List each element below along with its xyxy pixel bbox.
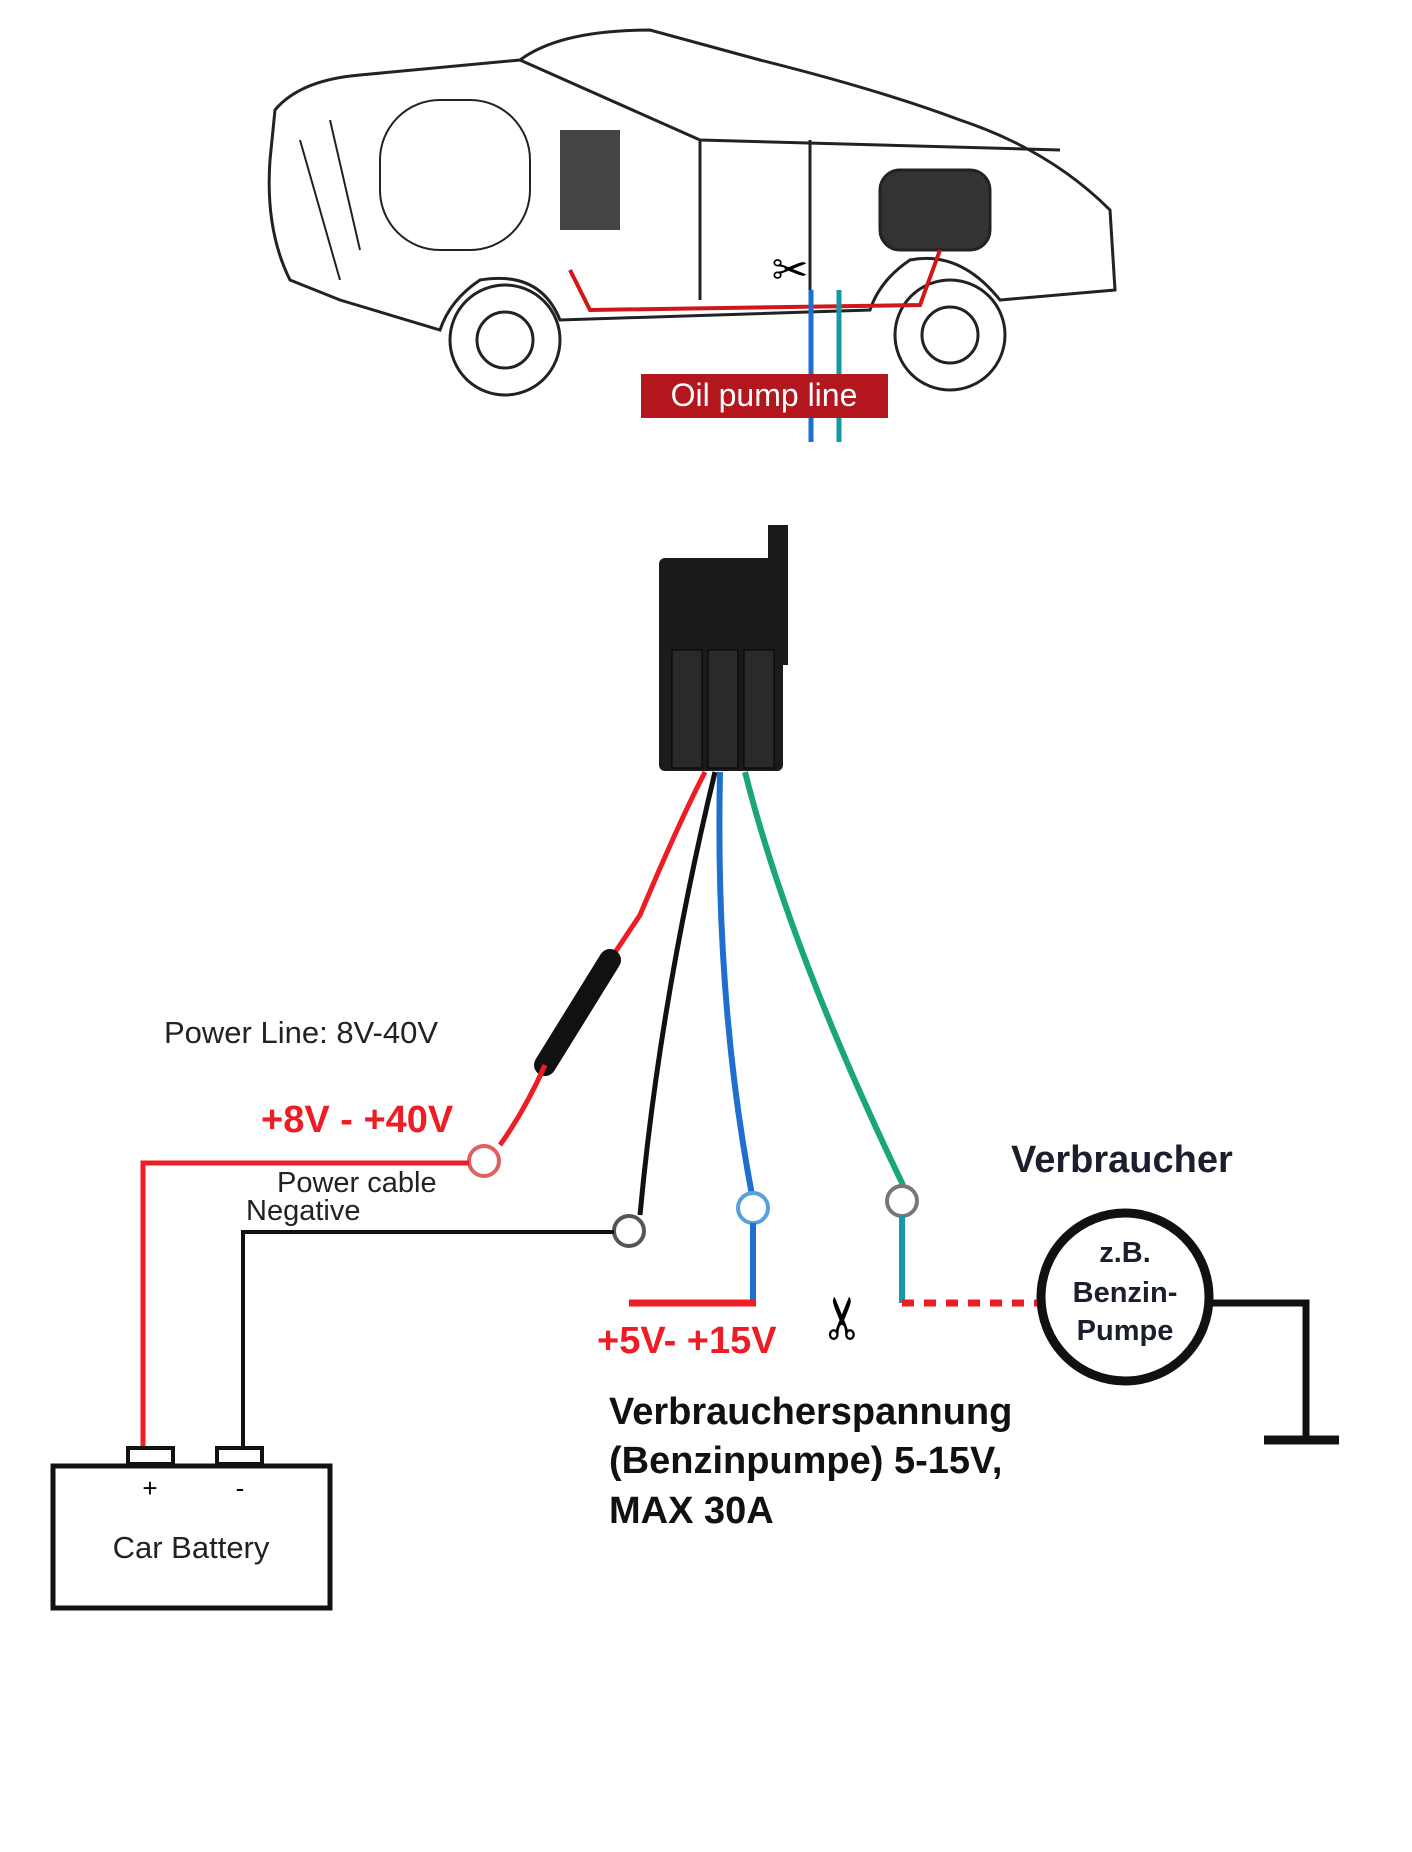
pump-label-line3: Pumpe bbox=[1077, 1315, 1174, 1347]
pump-label-line1: z.B. bbox=[1099, 1237, 1151, 1269]
oil-pump-label: Oil pump line bbox=[671, 377, 858, 413]
ground-wire bbox=[1211, 1299, 1310, 1440]
power-voltage-label: +8V - +40V bbox=[261, 1099, 454, 1141]
negative-lead bbox=[241, 1230, 614, 1448]
scissors-icon: ✂ bbox=[811, 1294, 876, 1343]
red-ring-terminal bbox=[467, 1144, 501, 1178]
battery-label: Car Battery bbox=[113, 1530, 270, 1565]
car-illustration bbox=[267, 28, 1117, 397]
blue-wire bbox=[716, 771, 755, 1196]
description-line1: Verbraucherspannung bbox=[609, 1391, 1012, 1433]
battery-plus-terminal bbox=[126, 1446, 175, 1466]
positive-lead bbox=[140, 1160, 469, 1448]
red-wire bbox=[607, 770, 708, 962]
battery-plus-label: + bbox=[142, 1473, 157, 1503]
oil-pump-label-box bbox=[641, 374, 888, 418]
blue-ring-terminal bbox=[736, 1191, 770, 1225]
consumer-label: Verbraucher bbox=[1011, 1139, 1233, 1181]
car-scissors-icon: ✂ bbox=[772, 246, 809, 295]
fuel-pump-symbol bbox=[1036, 1208, 1214, 1386]
green-ring-terminal bbox=[885, 1184, 919, 1218]
green-wire bbox=[742, 771, 906, 1187]
power-line-label: Power Line: 8V-40V bbox=[164, 1015, 438, 1050]
battery-minus-label: - bbox=[236, 1473, 245, 1503]
fuse-holder bbox=[534, 949, 621, 1076]
pump-label-line2: Benzin- bbox=[1073, 1277, 1178, 1309]
description-line2: (Benzinpumpe) 5-15V, bbox=[609, 1440, 1002, 1482]
relay bbox=[659, 525, 788, 771]
power-cable-label: Power cable bbox=[277, 1167, 437, 1199]
black-ring-terminal bbox=[612, 1214, 646, 1248]
black-wire bbox=[637, 771, 718, 1216]
battery-minus-terminal bbox=[215, 1446, 264, 1466]
load-voltage-label: +5V- +15V bbox=[597, 1320, 777, 1362]
car-battery bbox=[50, 1463, 333, 1611]
description-line3: MAX 30A bbox=[609, 1490, 774, 1532]
negative-label: Negative bbox=[246, 1195, 360, 1227]
